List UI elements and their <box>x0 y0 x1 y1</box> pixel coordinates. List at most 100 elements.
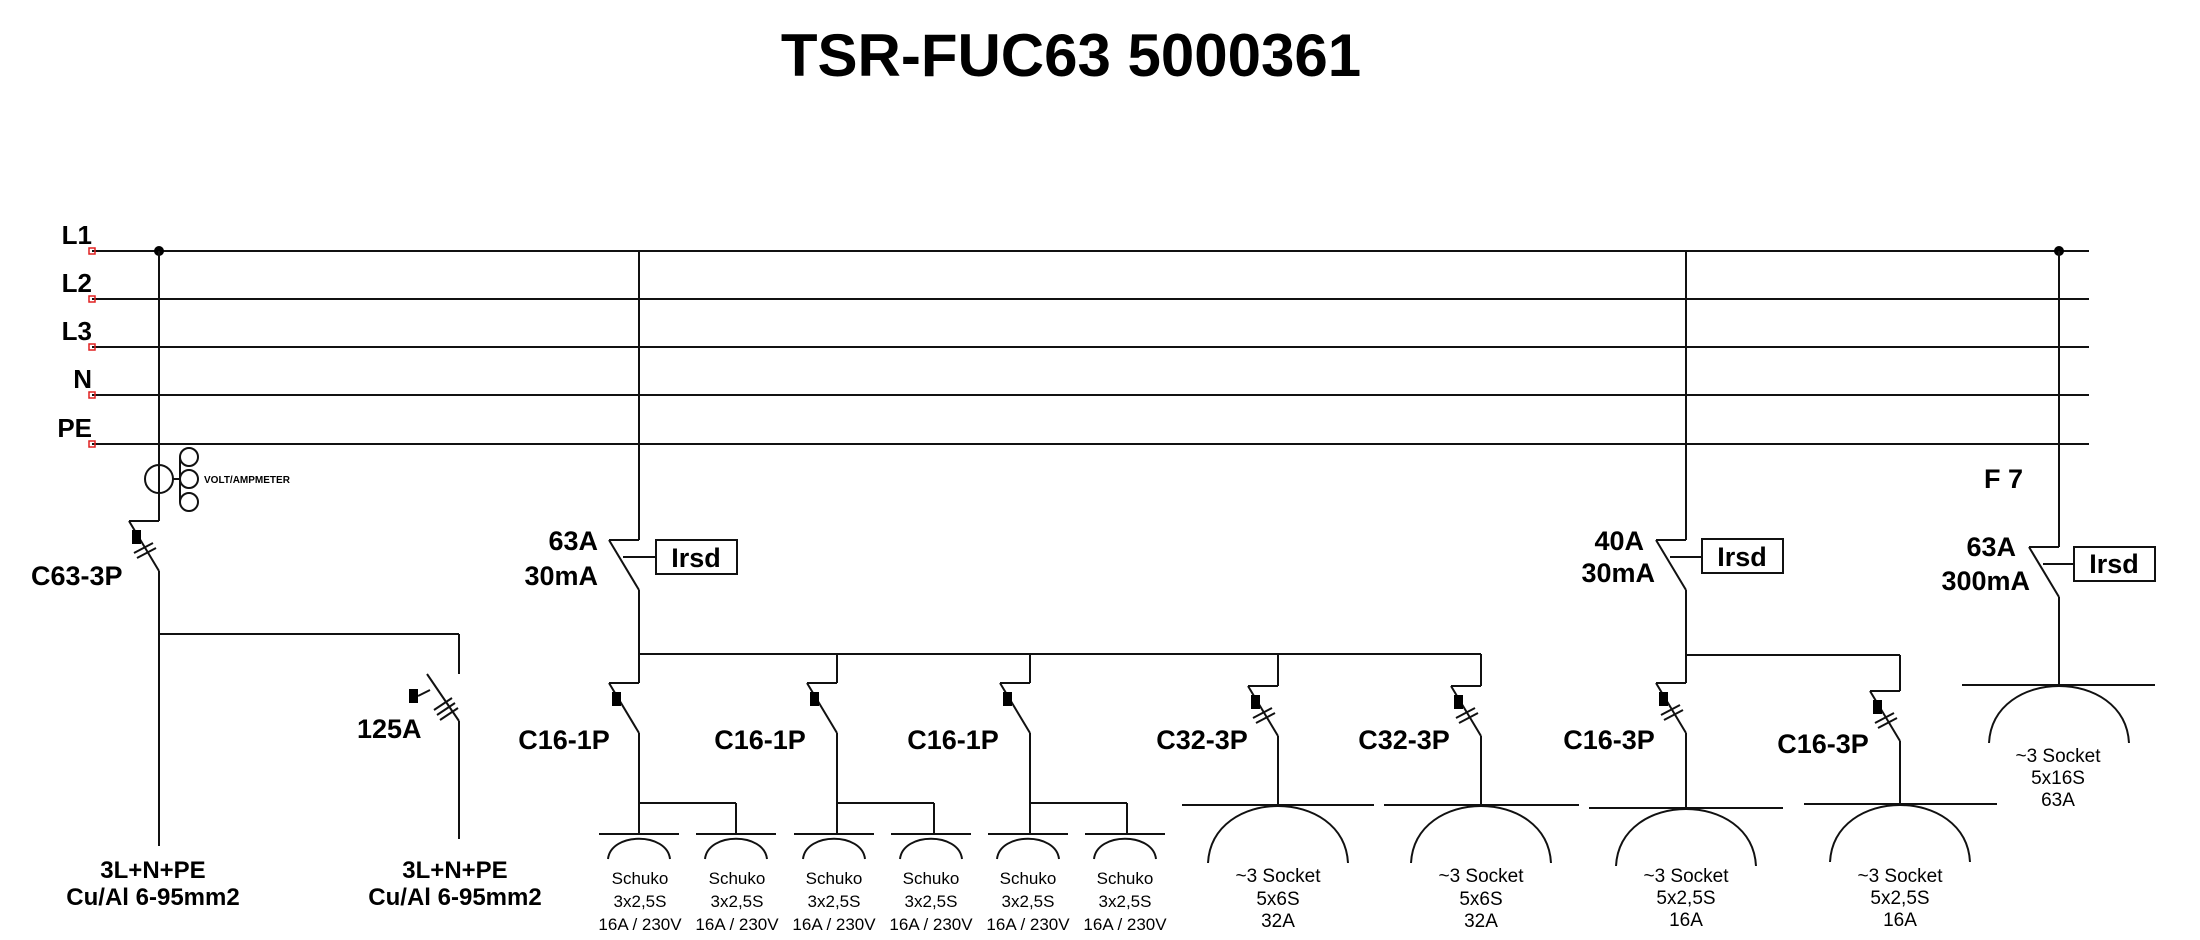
breaker-1-trip-icon <box>612 692 621 706</box>
schuko-2-rating: 16A / 230V <box>695 915 779 934</box>
socket-5-cable: 5x16S <box>2031 768 2085 789</box>
schuko-socket-icon <box>802 837 866 860</box>
breaker-7-pole-mark <box>1874 712 1895 724</box>
schuko-5-type: Schuko <box>1000 869 1057 888</box>
switch-125-contact <box>426 673 460 722</box>
socket-2-label: ~3 Socket 5x6S 32A <box>1438 866 1524 932</box>
breaker-6-pole-mark <box>1663 709 1684 721</box>
main-breaker-pole-mark <box>133 542 154 554</box>
schuko-2-cable: 3x2,5S <box>711 892 764 911</box>
schuko-socket-icon <box>607 837 671 860</box>
rcd-2-sensitivity: 30mA <box>1581 558 1655 588</box>
schuko-4-type: Schuko <box>903 869 960 888</box>
bus-label-pe: PE <box>57 413 92 443</box>
socket-4-rating: 16A <box>1883 910 1917 931</box>
terminal-icon <box>88 295 96 303</box>
terminal-icon <box>88 440 96 448</box>
socket-4-label: ~3 Socket 5x2,5S 16A <box>1857 866 1943 931</box>
rcd-1-sensitivity: 30mA <box>524 561 598 591</box>
breaker-7-pole-mark <box>1877 717 1898 729</box>
bus-label-n: N <box>73 364 92 394</box>
cable-label-2-spec: Cu/Al 6-95mm2 <box>368 884 541 911</box>
socket-3-rating: 16A <box>1669 910 1703 931</box>
socket-4-type: ~3 Socket <box>1857 866 1943 887</box>
meter-label: VOLT/AMPMETER <box>204 475 291 486</box>
bus-label-l3: L3 <box>62 316 92 346</box>
breaker-1-contact <box>608 682 640 734</box>
breaker-6-pole-mark <box>1660 704 1681 716</box>
busbars <box>88 247 2089 448</box>
schuko-3-label: Schuko 3x2,5S 16A / 230V <box>792 869 876 934</box>
main-breaker-trip-icon <box>132 530 141 544</box>
meter-coil-icon <box>179 492 199 512</box>
socket-2-cable: 5x6S <box>1459 889 1502 910</box>
breaker-5-pole-mark <box>1458 712 1479 724</box>
wiring <box>128 246 2156 867</box>
three-phase-socket-icon <box>1829 804 1971 863</box>
breaker-6-label: C16-3P <box>1563 725 1655 755</box>
wire <box>417 689 431 697</box>
breaker-5-trip-icon <box>1454 695 1463 709</box>
breaker-4-contact <box>1247 685 1279 737</box>
schuko-1-cable: 3x2,5S <box>614 892 667 911</box>
main-breaker-label: C63-3P <box>31 561 123 591</box>
rcd-1-rating: 63A <box>548 526 598 556</box>
socket-3-cable: 5x2,5S <box>1656 888 1715 909</box>
schuko-4-label: Schuko 3x2,5S 16A / 230V <box>889 869 973 934</box>
schuko-socket-icon <box>704 837 768 860</box>
bus-label-l1: L1 <box>62 220 92 250</box>
breaker-5-label: C32-3P <box>1358 725 1450 755</box>
schuko-3-cable: 3x2,5S <box>808 892 861 911</box>
switch-125-handle-icon <box>409 689 418 703</box>
breaker-5-contact <box>1450 685 1482 737</box>
schuko-5-label: Schuko 3x2,5S 16A / 230V <box>986 869 1070 934</box>
switch-125-label: 125A <box>357 714 422 744</box>
breaker-4-label: C32-3P <box>1156 725 1248 755</box>
three-phase-socket-icon <box>1207 805 1349 864</box>
schuko-4-cable: 3x2,5S <box>905 892 958 911</box>
socket-1-type: ~3 Socket <box>1235 866 1321 887</box>
schuko-socket-icon <box>996 837 1060 860</box>
breaker-7-contact <box>1869 690 1901 742</box>
rcd-2-irsd: Irsd <box>1717 542 1767 572</box>
socket-3-type: ~3 Socket <box>1643 866 1729 887</box>
breaker-7-trip-icon <box>1873 700 1882 714</box>
breaker-3-contact <box>999 682 1031 734</box>
rcd-1-irsd-box <box>655 539 738 575</box>
rcd-3-sensitivity: 300mA <box>1941 566 2030 596</box>
breaker-2-trip-icon <box>810 692 819 706</box>
breaker-4-pole-mark <box>1255 712 1276 724</box>
breaker-3-label: C16-1P <box>907 725 999 755</box>
schuko-6-type: Schuko <box>1097 869 1154 888</box>
schuko-5-rating: 16A / 230V <box>986 915 1070 934</box>
breaker-7-label: C16-3P <box>1777 729 1869 759</box>
main-breaker-contact <box>128 520 160 572</box>
schuko-1-rating: 16A / 230V <box>598 915 682 934</box>
terminal-icon <box>88 391 96 399</box>
schuko-4-rating: 16A / 230V <box>889 915 973 934</box>
schuko-6-label: Schuko 3x2,5S 16A / 230V <box>1083 869 1167 934</box>
switch-125-pole-mark <box>433 697 453 711</box>
rcd-3-irsd-box <box>2073 546 2156 582</box>
schuko-6-rating: 16A / 230V <box>1083 915 1167 934</box>
socket-5-rating: 63A <box>2041 790 2075 811</box>
main-breaker-pole-mark <box>136 547 157 559</box>
socket-2-type: ~3 Socket <box>1438 866 1524 887</box>
switch-125-pole-mark <box>436 702 456 716</box>
schuko-2-label: Schuko 3x2,5S 16A / 230V <box>695 869 779 934</box>
switch-125-pole-mark <box>439 707 459 721</box>
schuko-3-type: Schuko <box>806 869 863 888</box>
cable-label-1-type: 3L+N+PE <box>100 857 205 884</box>
socket-2-rating: 32A <box>1464 911 1498 932</box>
schuko-socket-icon <box>899 837 963 860</box>
three-phase-socket-icon <box>1410 805 1552 864</box>
rcd-2-rating: 40A <box>1594 526 1644 556</box>
breaker-4-pole-mark <box>1252 707 1273 719</box>
schuko-1-type: Schuko <box>612 869 669 888</box>
rcd-2-contact <box>1655 539 1687 591</box>
rcd-1-contact <box>608 539 640 591</box>
diagram-title: TSR-FUC63 5000361 <box>781 22 1361 89</box>
breaker-3-trip-icon <box>1003 692 1012 706</box>
schuko-6-cable: 3x2,5S <box>1099 892 1152 911</box>
